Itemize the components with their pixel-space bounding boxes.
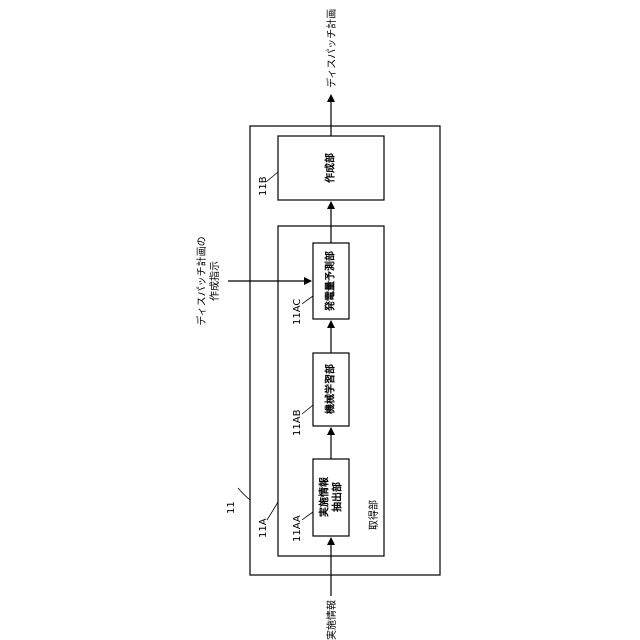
machine-learning-ref-label: 11AB bbox=[292, 409, 303, 436]
outer-ref-leader bbox=[238, 488, 250, 500]
output-label: ディスパッチ計画 bbox=[325, 9, 338, 88]
generation-forecast-label: 発電量予測部 bbox=[324, 251, 337, 312]
info-extraction-ref-leader bbox=[302, 512, 313, 520]
generation-forecast-ref-leader bbox=[302, 296, 313, 304]
creation-unit-label: 作成部 bbox=[324, 153, 337, 183]
creation-ref-label: 11B bbox=[258, 176, 269, 196]
acquisition-ref-label: 11A bbox=[258, 518, 269, 538]
info-extraction-label-line1: 実施情報 bbox=[318, 476, 331, 517]
info-extraction-ref-label: 11AA bbox=[292, 515, 303, 542]
input-label: 実施情報 bbox=[325, 600, 338, 640]
outer-ref-label: 11 bbox=[226, 501, 237, 514]
acquisition-ref-leader bbox=[267, 502, 278, 520]
acquisition-unit-label: 取得部 bbox=[367, 500, 380, 530]
info-extraction-label-line2: 抽出部 bbox=[331, 482, 344, 512]
machine-learning-ref-leader bbox=[302, 405, 313, 414]
info-extraction-box bbox=[313, 459, 349, 536]
instruction-label-line1: ディスパッチ計画の bbox=[195, 236, 208, 325]
machine-learning-label: 機械学習部 bbox=[324, 364, 337, 414]
instruction-label-line2: 作成指示 bbox=[208, 261, 221, 301]
generation-forecast-ref-label: 11AC bbox=[292, 299, 303, 325]
